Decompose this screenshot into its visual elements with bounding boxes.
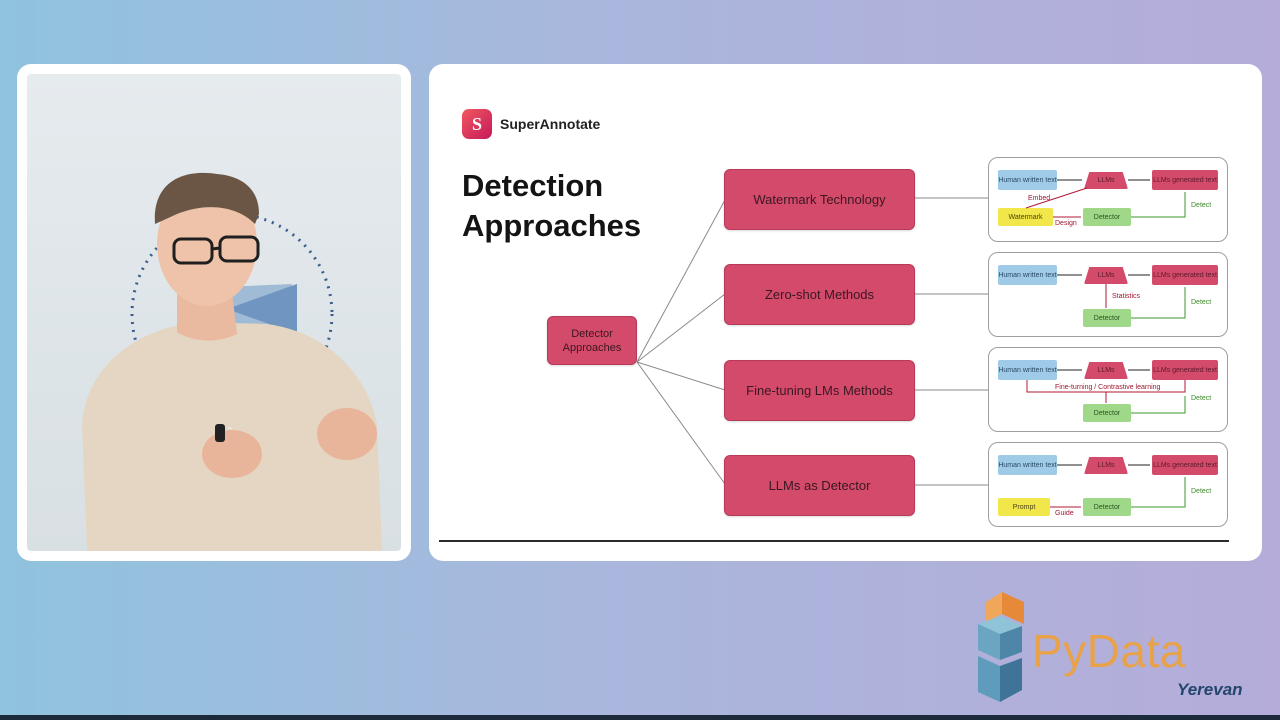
llms-box: LLMs (1084, 267, 1128, 284)
diagram-connectors (636, 197, 988, 486)
watermark-technology-node: Watermark Technology (724, 169, 915, 230)
guide-label: Guide (1055, 510, 1074, 517)
design-label: Design (1055, 220, 1077, 227)
fine-tuning-diagram: Human written text LLMs LLMs generated t… (988, 347, 1228, 432)
slide-panel: S SuperAnnotate Detection Approaches Det… (429, 64, 1262, 561)
human-text-box: Human written text (998, 265, 1057, 285)
llms-as-detector-node: LLMs as Detector (724, 455, 915, 516)
pydata-wordmark: PyData (1032, 625, 1186, 677)
fine-tuning-methods-node: Fine-tuning LMs Methods (724, 360, 915, 421)
zero-shot-arrows (1057, 274, 1186, 319)
watermark-diagram: Human written text LLMs LLMs generated t… (988, 157, 1228, 242)
llms-detector-arrows (1050, 464, 1186, 508)
detector-box: Detector (1083, 498, 1131, 516)
embed-label: Embed (1028, 195, 1051, 202)
slide-title: Detection Approaches (462, 168, 642, 243)
speaker-illustration: ~ (82, 172, 382, 551)
statistics-label: Statistics (1112, 293, 1141, 300)
detect-label: Detect (1191, 395, 1212, 402)
llms-as-detector-diagram: Human written text LLMs LLMs generated t… (988, 442, 1228, 527)
prompt-box: Prompt (998, 498, 1050, 516)
superannotate-logo-icon: S (462, 109, 492, 139)
bottom-strip (0, 715, 1280, 720)
llms-box: LLMs (1084, 457, 1128, 474)
brand-name: SuperAnnotate (500, 116, 601, 132)
llms-text-box: LLMs generated text (1152, 170, 1218, 190)
llms-text-box: LLMs generated text (1152, 265, 1218, 285)
detector-box: Detector (1083, 309, 1131, 327)
detect-label: Detect (1191, 299, 1212, 306)
detector-approaches-node: Detector Approaches (547, 316, 637, 365)
human-text-box: Human written text (998, 455, 1057, 475)
detector-box: Detector (1083, 404, 1131, 422)
llms-box: LLMs (1084, 362, 1128, 379)
fine-tuning-arrows (1026, 369, 1186, 414)
llms-text-box: LLMs generated text (1152, 455, 1218, 475)
watermark-arrows (1025, 179, 1186, 218)
finetuning-label: Fine-turning / Contrastive learning (1055, 384, 1161, 391)
slide-bottom-rule (439, 540, 1229, 542)
human-text-box: Human written text (998, 360, 1057, 380)
detect-label: Detect (1191, 488, 1212, 495)
pydata-city: Yerevan (1177, 680, 1243, 699)
pydata-cube-logo-icon (978, 592, 1024, 702)
speaker-video: ~ (27, 74, 401, 551)
human-text-box: Human written text (998, 170, 1057, 190)
presentation-slide: S SuperAnnotate Detection Approaches Det… (439, 88, 1229, 542)
pydata-branding: PyData Yerevan (972, 590, 1262, 710)
llms-box: LLMs (1084, 172, 1128, 189)
watermark-box: Watermark (998, 208, 1053, 226)
detect-label: Detect (1191, 202, 1212, 209)
llms-text-box: LLMs generated text (1152, 360, 1218, 380)
speaker-video-panel: ~ (17, 64, 411, 561)
zero-shot-diagram: Human written text LLMs LLMs generated t… (988, 252, 1228, 337)
zero-shot-methods-node: Zero-shot Methods (724, 264, 915, 325)
detector-box: Detector (1083, 208, 1131, 226)
svg-text:~: ~ (227, 423, 232, 433)
